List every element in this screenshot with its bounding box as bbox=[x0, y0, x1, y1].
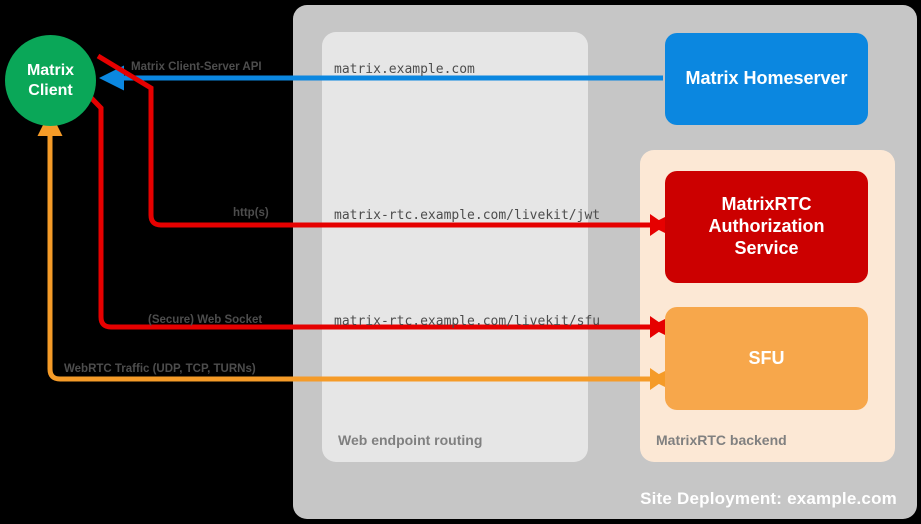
endpoint-label-matrix-example-com: matrix.example.com bbox=[334, 62, 475, 77]
node-sfu[interactable]: SFU bbox=[665, 307, 868, 410]
arrowhead-sfu-webrtc bbox=[650, 368, 666, 390]
node-matrix-client[interactable]: Matrix Client bbox=[5, 35, 96, 126]
sfu-label: SFU bbox=[748, 347, 785, 368]
edge-webrtc-traffic bbox=[37, 111, 675, 392]
auth-service-line3: Service bbox=[734, 237, 799, 258]
site-deployment-label: Site Deployment: example.com bbox=[640, 489, 897, 508]
edge-label-webrtc-traffic: WebRTC Traffic (UDP, TCP, TURNs) bbox=[64, 363, 256, 375]
matrixrtc-backend-label: MatrixRTC backend bbox=[656, 432, 787, 448]
auth-service-line2: Authorization bbox=[708, 216, 825, 237]
endpoint-label-livekit-sfu: matrix-rtc.example.com/livekit/sfu bbox=[334, 314, 601, 329]
endpoint-label-livekit-jwt: matrix-rtc.example.com/livekit/jwt bbox=[334, 208, 601, 223]
node-matrixrtc-authorization-service[interactable]: MatrixRTC Authorization Service bbox=[665, 171, 868, 283]
node-matrix-homeserver[interactable]: Matrix Homeserver bbox=[665, 33, 868, 125]
matrix-homeserver-label: Matrix Homeserver bbox=[685, 68, 848, 89]
edge-label-http-s: http(s) bbox=[233, 207, 269, 219]
arrowhead-auth-service bbox=[650, 214, 666, 236]
web-endpoint-routing-label: Web endpoint routing bbox=[338, 432, 483, 448]
matrix-client-line2: Client bbox=[28, 81, 73, 99]
arrowhead-sfu-ws bbox=[650, 316, 666, 338]
auth-service-line1: MatrixRTC bbox=[721, 194, 812, 215]
edge-label-secure-web-socket: (Secure) Web Socket bbox=[148, 314, 263, 326]
edge-label-matrix-client-server-api: Matrix Client-Server API bbox=[131, 61, 262, 73]
matrix-client-line1: Matrix bbox=[26, 62, 75, 80]
